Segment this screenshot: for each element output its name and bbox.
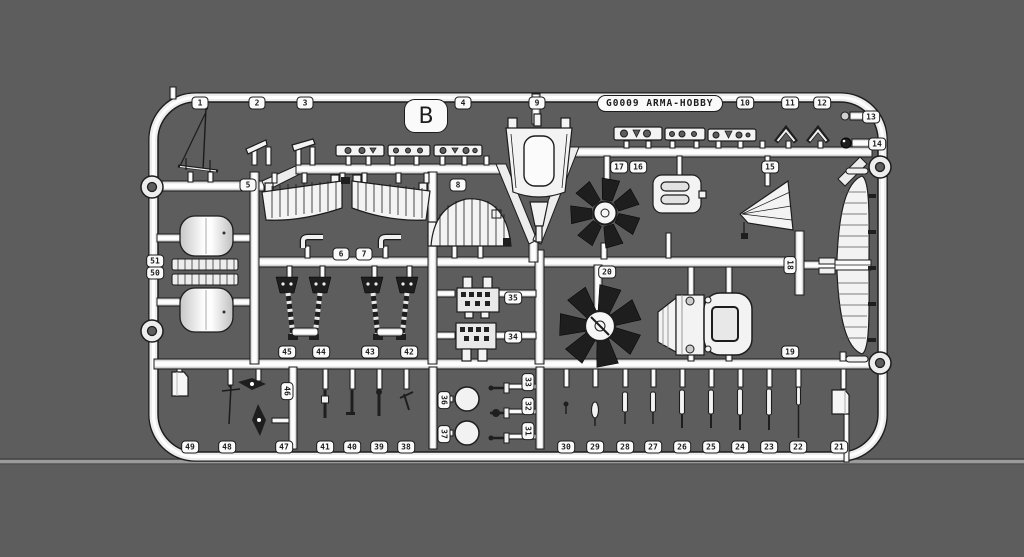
part-bomb-racks-left bbox=[335, 144, 483, 157]
part-elbow-tubes bbox=[299, 233, 401, 248]
part-wing bbox=[818, 167, 876, 363]
part-cone bbox=[739, 179, 794, 239]
sprue-runners bbox=[151, 86, 877, 463]
part-bombs-row bbox=[563, 386, 850, 438]
sprue-letter-badge: B bbox=[404, 99, 448, 133]
part-chevrons bbox=[774, 124, 830, 144]
part-bottom-left-smalls bbox=[171, 371, 266, 436]
part-blades bbox=[245, 138, 316, 155]
part-small-fittings bbox=[840, 111, 852, 149]
part-bomb-racks-right bbox=[613, 126, 757, 142]
part-cowling bbox=[652, 174, 707, 214]
part-gear-legs bbox=[275, 276, 419, 340]
part-radial-engine-bottom bbox=[559, 284, 642, 368]
kit-label-text: G0009 ARMA-HOBBY bbox=[606, 98, 714, 109]
part-wheels-and-pins bbox=[454, 382, 510, 446]
part-fuselage-section bbox=[657, 292, 753, 356]
sprue-hole-rings bbox=[140, 155, 892, 375]
part-engine-mount bbox=[505, 113, 573, 243]
part-engine-halves bbox=[455, 276, 500, 362]
part-ribbed-dome bbox=[427, 198, 512, 247]
part-radial-engine-top bbox=[570, 177, 641, 249]
sprue-letter: B bbox=[418, 103, 434, 129]
kit-label-badge: G0009 ARMA-HOBBY bbox=[597, 95, 723, 112]
part-tires bbox=[171, 215, 239, 333]
part-flap-panels bbox=[261, 174, 431, 221]
part-small-pins bbox=[321, 389, 414, 418]
